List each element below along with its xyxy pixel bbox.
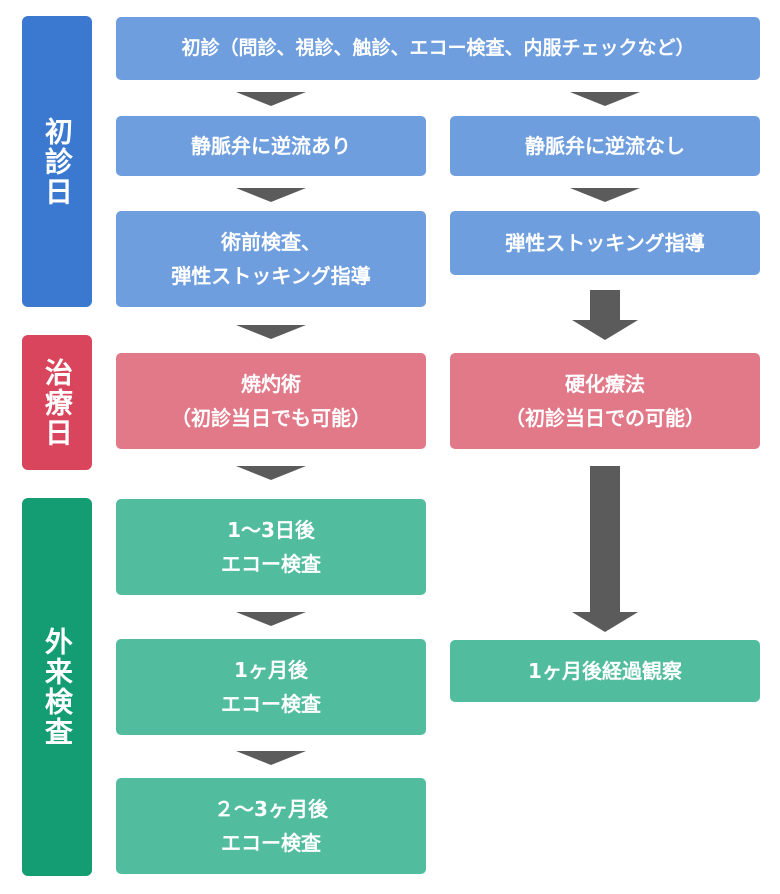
phase-treatment-text: 治療日 xyxy=(40,357,74,448)
reflux-yes-box: 静脈弁に逆流あり xyxy=(116,116,426,176)
sclerotherapy-text-1: 硬化療法 xyxy=(565,372,645,396)
arrow-down-left-1 xyxy=(236,92,306,106)
arrow-down-left-6 xyxy=(236,751,306,765)
phase-treatment-label: 治療日 xyxy=(22,335,92,470)
reflux-no-box: 静脈弁に逆流なし xyxy=(450,116,760,176)
check-3-text-2: エコー検査 xyxy=(221,831,321,855)
phase-outpatient-label: 外来検査 xyxy=(22,498,92,876)
preop-box: 術前検査、 弾性ストッキング指導 xyxy=(116,211,426,307)
reflux-yes-text: 静脈弁に逆流あり xyxy=(191,134,351,158)
arrow-right-shaft-1 xyxy=(590,290,620,320)
check-2-text-1: 1ヶ月後 xyxy=(234,658,308,682)
initial-exam-text: 初診（問診、視診、触診、エコー検査、内服チェックなど） xyxy=(181,37,695,60)
preop-text-2: 弾性ストッキング指導 xyxy=(171,264,371,288)
ablation-text-2: （初診当日でも可能） xyxy=(171,406,371,430)
check-1-text-2: エコー検査 xyxy=(221,552,321,576)
arrow-down-left-5 xyxy=(236,612,306,626)
check-3-box: ２～3ヶ月後 エコー検査 xyxy=(116,778,426,874)
stocking-text: 弾性ストッキング指導 xyxy=(505,231,705,255)
preop-text-1: 術前検査、 xyxy=(221,230,321,254)
check-2-text-2: エコー検査 xyxy=(221,692,321,716)
phase-outpatient-text: 外来検査 xyxy=(40,627,74,747)
arrow-right-head-2 xyxy=(572,612,638,632)
check-2-box: 1ヶ月後 エコー検査 xyxy=(116,639,426,735)
phase-initial-text: 初診日 xyxy=(40,116,74,207)
stocking-box: 弾性ストッキング指導 xyxy=(450,211,760,275)
arrow-down-left-2 xyxy=(236,188,306,202)
sclerotherapy-text-2: （初診当日での可能） xyxy=(505,406,705,430)
sclerotherapy-box: 硬化療法 （初診当日での可能） xyxy=(450,353,760,449)
reflux-no-text: 静脈弁に逆流なし xyxy=(525,134,685,158)
check-1-box: 1～3日後 エコー検査 xyxy=(116,499,426,595)
followup-box: 1ヶ月後経過観察 xyxy=(450,640,760,702)
followup-text: 1ヶ月後経過観察 xyxy=(528,659,682,683)
arrow-right-head-1 xyxy=(572,320,638,340)
initial-exam-box: 初診（問診、視診、触診、エコー検査、内服チェックなど） xyxy=(116,17,760,80)
phase-initial-label: 初診日 xyxy=(22,16,92,307)
arrow-down-left-3 xyxy=(236,325,306,339)
check-3-text-1: ２～3ヶ月後 xyxy=(214,797,328,821)
arrow-down-right-2 xyxy=(570,188,640,202)
check-1-text-1: 1～3日後 xyxy=(227,518,315,542)
ablation-box: 焼灼術 （初診当日でも可能） xyxy=(116,353,426,449)
arrow-right-shaft-2 xyxy=(590,466,620,612)
arrow-down-left-4 xyxy=(236,466,306,480)
ablation-text-1: 焼灼術 xyxy=(241,372,301,396)
arrow-down-right-1 xyxy=(570,92,640,106)
